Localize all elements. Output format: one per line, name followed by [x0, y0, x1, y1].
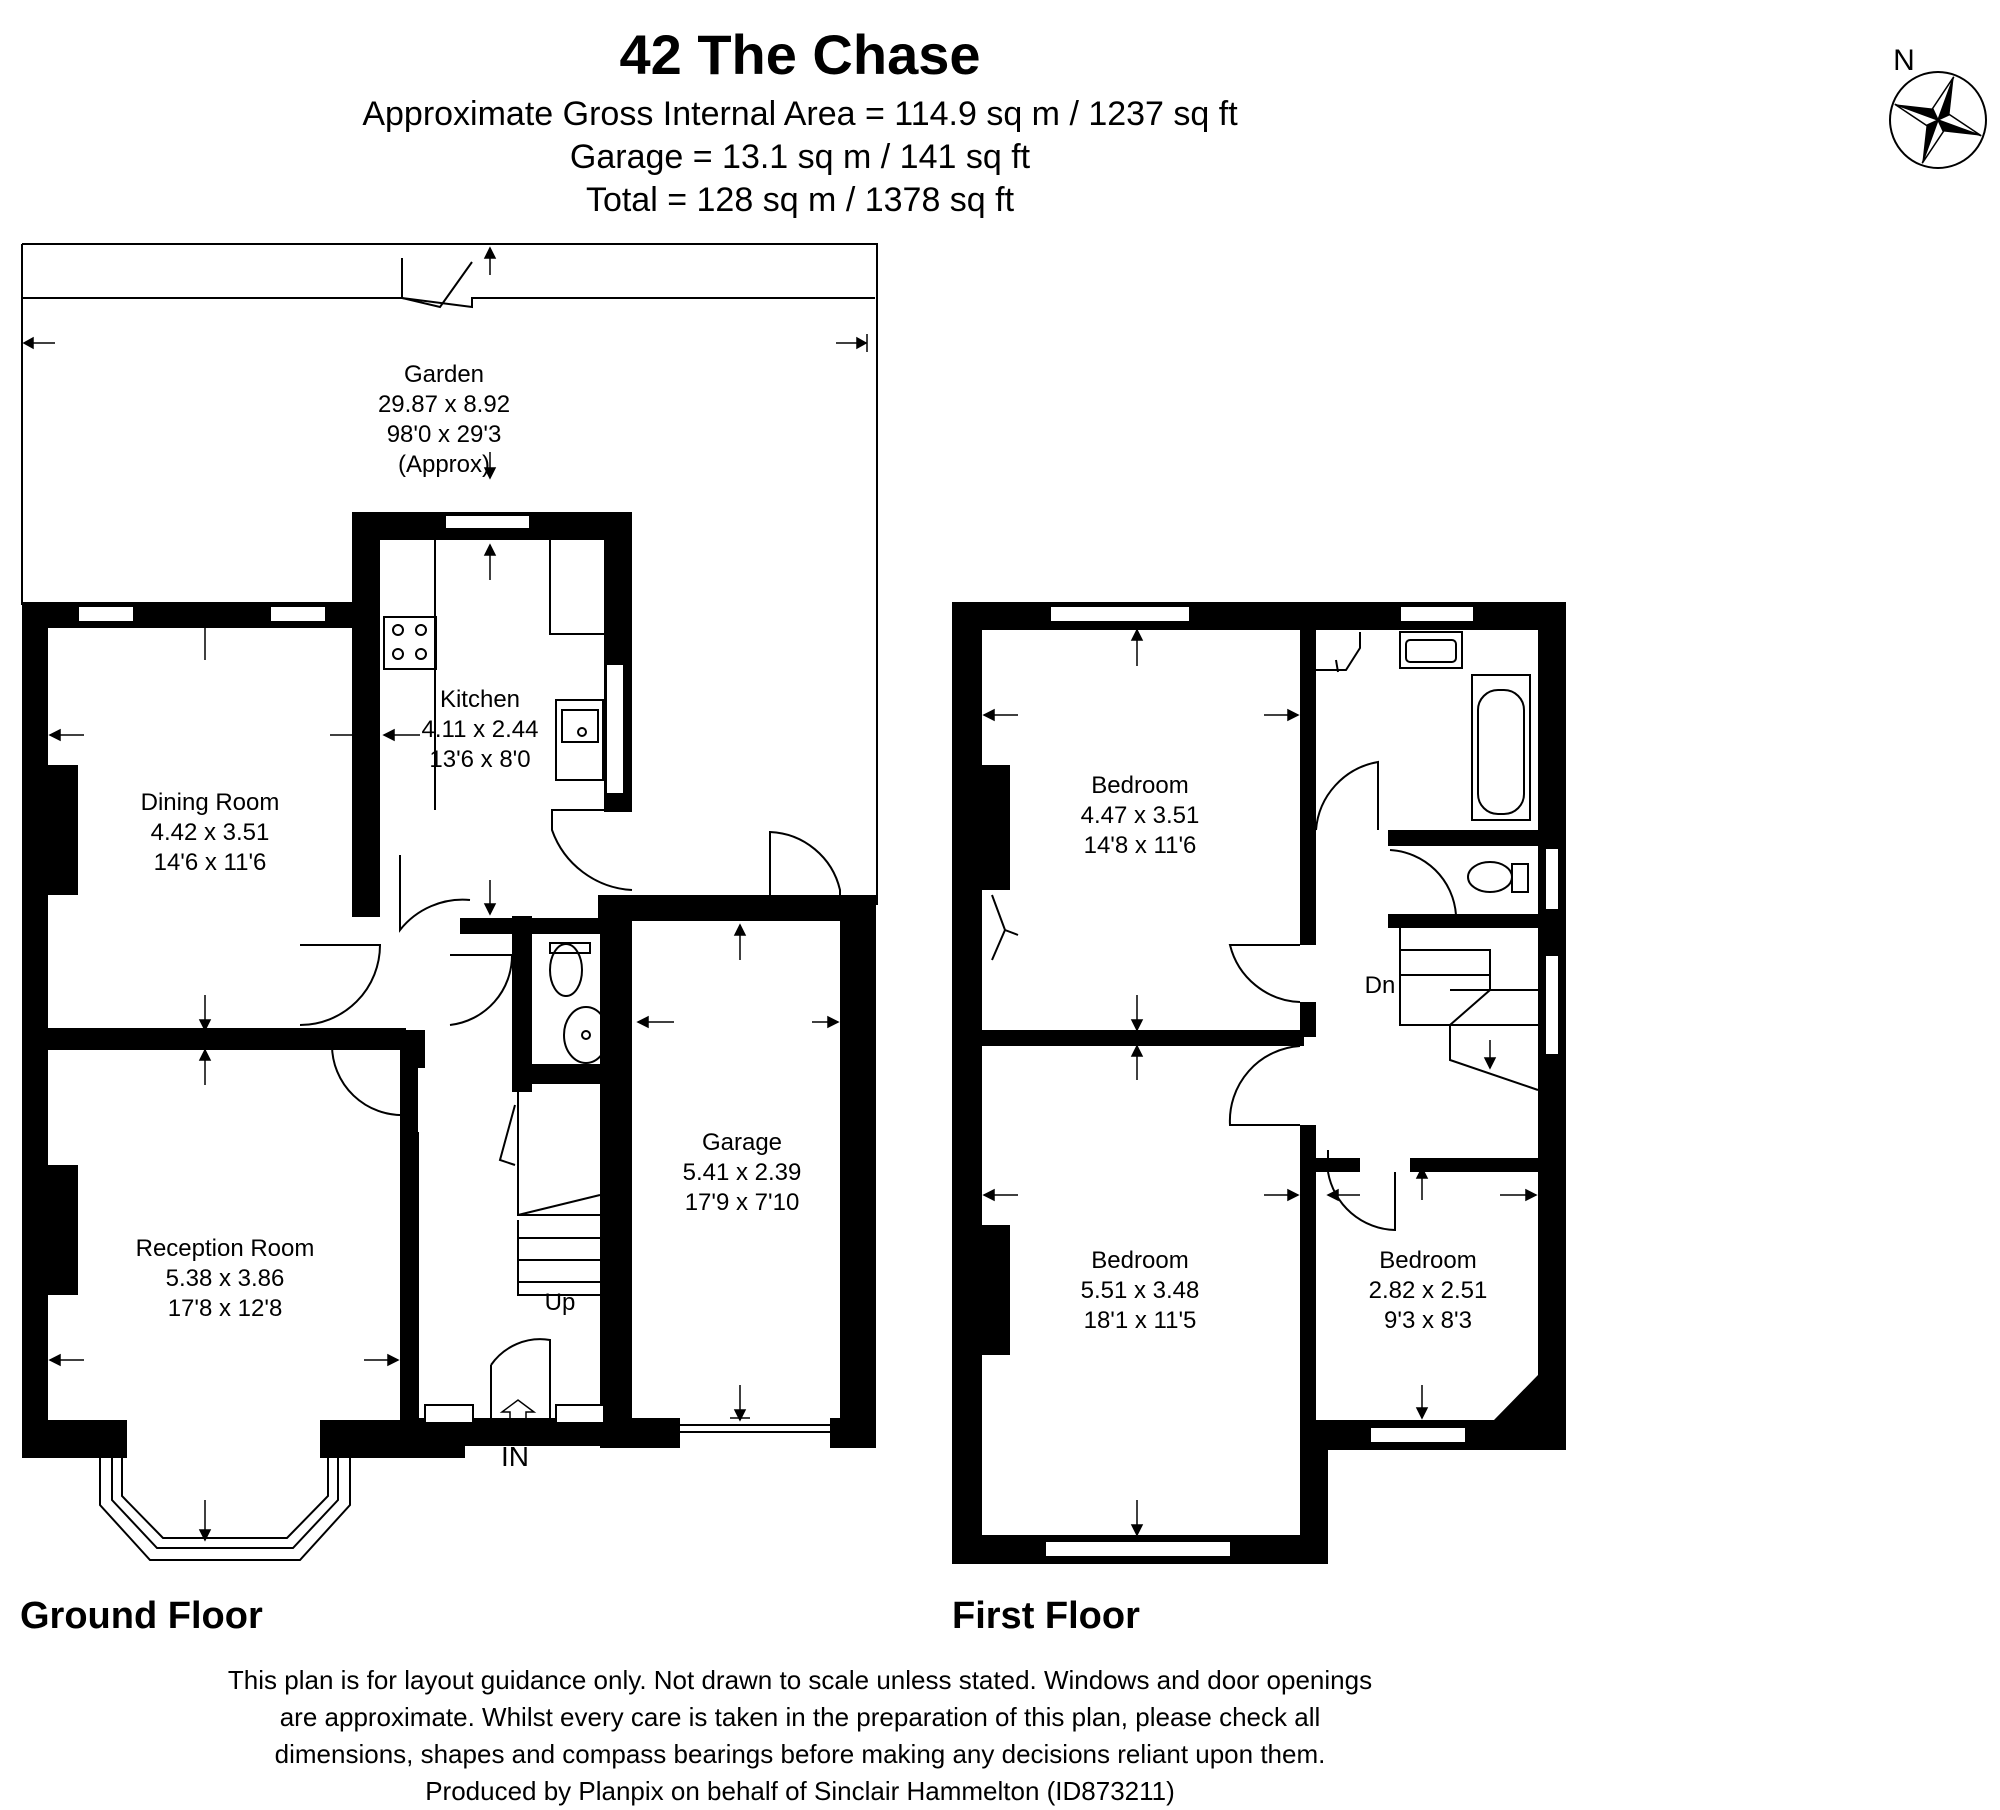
disclaimer: This plan is for layout guidance only. N…: [0, 1662, 1600, 1810]
first-floor-label: First Floor: [952, 1595, 1140, 1637]
kitchen-metric: 4.11 x 2.44: [422, 716, 539, 743]
disclaimer-line: Produced by Planpix on behalf of Sinclai…: [425, 1776, 1175, 1806]
rear-bedroom-name: Bedroom: [1091, 772, 1188, 799]
first-floor-windows: [1044, 605, 1560, 1558]
entrance-label: IN: [501, 1441, 529, 1472]
garden-metric: 29.87 x 8.92: [378, 391, 510, 418]
front-bedroom-name: Bedroom: [1091, 1247, 1188, 1274]
dining-room-metric: 4.42 x 3.51: [151, 819, 270, 846]
ground-floor-interior-lines: [299, 540, 841, 1433]
garden-name: Garden: [404, 361, 484, 388]
front-bedroom-imperial: 18'1 x 11'5: [1084, 1307, 1197, 1334]
garage-area-line: Garage = 13.1 sq m / 141 sq ft: [569, 138, 1031, 176]
garage-metric: 5.41 x 2.39: [683, 1159, 802, 1186]
plan-title: 42 The Chase: [619, 23, 981, 86]
ground-floor-label: Ground Floor: [20, 1595, 263, 1637]
small-bedroom-name: Bedroom: [1379, 1247, 1476, 1274]
reception-room-metric: 5.38 x 3.86: [166, 1265, 285, 1292]
rear-bedroom-metric: 4.47 x 3.51: [1081, 802, 1200, 829]
disclaimer-line: dimensions, shapes and compass bearings …: [274, 1739, 1326, 1769]
total-area-line: Total = 128 sq m / 1378 sq ft: [585, 181, 1015, 219]
kitchen-imperial: 13'6 x 8'0: [429, 746, 530, 773]
bay-window: [99, 1458, 351, 1561]
compass-north-label: N: [1893, 44, 1915, 77]
garden-dimension-arrows: [22, 246, 868, 480]
front-bedroom-metric: 5.51 x 3.48: [1081, 1277, 1200, 1304]
ground-floor-walls: [22, 512, 876, 1458]
stairs-up-label: Up: [545, 1289, 576, 1316]
reception-room-name: Reception Room: [136, 1235, 315, 1262]
garage-imperial: 17'9 x 7'10: [685, 1189, 800, 1216]
disclaimer-line: This plan is for layout guidance only. N…: [227, 1665, 1373, 1695]
first-floor-dimension-arrows: [982, 628, 1538, 1537]
kitchen-name: Kitchen: [440, 686, 520, 713]
ground-floor-dimension-arrows: [48, 543, 840, 1542]
compass-icon: N: [1889, 44, 1987, 169]
garden-outline: [21, 243, 878, 905]
garage-name: Garage: [702, 1129, 782, 1156]
dining-room-imperial: 14'6 x 11'6: [154, 849, 267, 876]
ground-floor-windows: [77, 514, 625, 1424]
entrance-arrow-icon: [499, 1399, 537, 1429]
first-floor-walls: [952, 602, 1566, 1564]
first-floor-interior-lines: [991, 631, 1539, 1232]
stairs-down-label: Dn: [1365, 972, 1396, 999]
rear-bedroom-imperial: 14'8 x 11'6: [1084, 832, 1197, 859]
reception-room-imperial: 17'8 x 12'8: [168, 1295, 283, 1322]
garden-imperial: 98'0 x 29'3: [387, 421, 502, 448]
garden-note: (Approx): [398, 451, 490, 478]
disclaimer-line: are approximate. Whilst every care is ta…: [279, 1702, 1321, 1732]
small-bedroom-imperial: 9'3 x 8'3: [1384, 1307, 1472, 1334]
small-bedroom-metric: 2.82 x 2.51: [1369, 1277, 1488, 1304]
gross-area-line: Approximate Gross Internal Area = 114.9 …: [362, 95, 1238, 133]
dining-room-name: Dining Room: [141, 789, 280, 816]
